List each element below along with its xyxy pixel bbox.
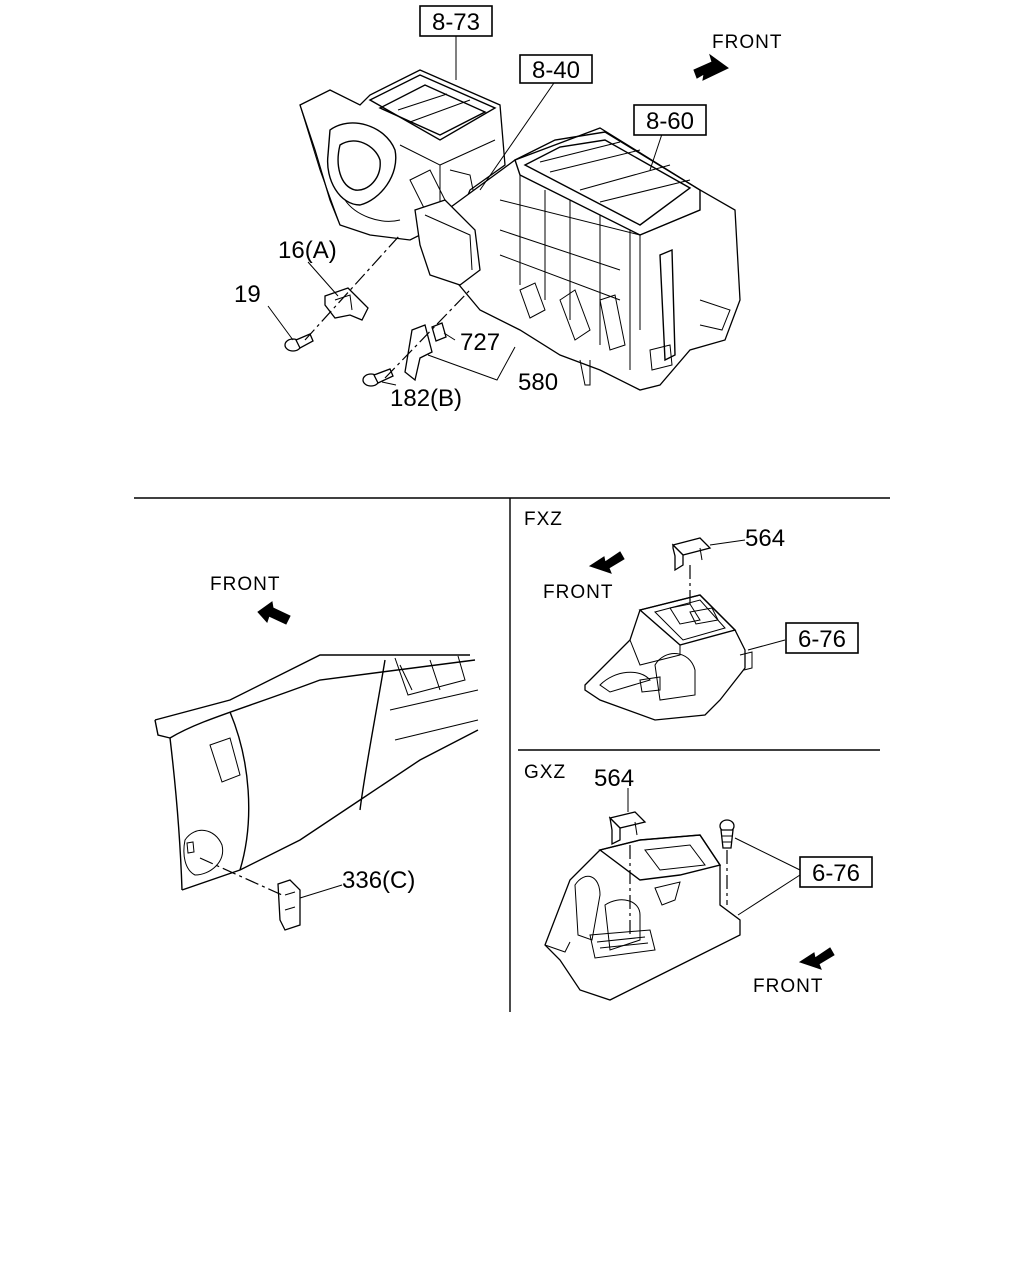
top-assembly (267, 34, 741, 391)
gxz-front-arrow (798, 947, 835, 970)
ref-8-60-label: 8-60 (646, 108, 694, 135)
ref-8-40-label: 8-40 (532, 57, 580, 84)
fxz-front-label: FRONT (543, 582, 613, 603)
left-front-label: FRONT (210, 574, 280, 595)
screw-182B-drawing (362, 368, 394, 387)
gxz-ref-6-76-label: 6-76 (812, 860, 860, 887)
gxz-front-label: FRONT (753, 976, 823, 997)
part-727-label: 727 (460, 329, 500, 356)
fxz-part-564-label: 564 (745, 525, 785, 552)
fxz-clip-564-drawing (671, 537, 712, 572)
ref-8-73-label: 8-73 (432, 9, 480, 36)
gxz-ref-box-6-76 (799, 856, 873, 888)
part-16A-label: 16(A) (278, 237, 337, 264)
ref-box-8-60 (633, 104, 707, 136)
duct-drawing (414, 199, 481, 286)
screw-19-drawing (284, 333, 314, 352)
gxz-variant-label: GXZ (524, 762, 566, 783)
ref-box-8-40 (519, 54, 593, 84)
gxz-screw-drawing (719, 819, 735, 849)
actuator-16A-drawing (324, 287, 369, 321)
part-336C-label: 336(C) (342, 867, 415, 894)
clip-336C-drawing (277, 879, 301, 931)
ref-box-8-73 (419, 5, 493, 37)
fxz-console-drawing (584, 594, 753, 721)
gxz-console-drawing (544, 834, 741, 1001)
fxz-front-arrow (588, 551, 625, 574)
fxz-ref-box-6-76 (785, 622, 859, 654)
blower-unit-drawing (299, 69, 506, 241)
left-front-arrow (257, 601, 291, 625)
fxz-ref-6-76-label: 6-76 (798, 626, 846, 653)
top-front-label: FRONT (712, 32, 782, 53)
part-182B-label: 182(B) (390, 385, 462, 412)
fxz-variant-label: FXZ (524, 509, 563, 530)
dashboard-drawing (154, 654, 479, 891)
part-19-label: 19 (234, 281, 261, 308)
part-580-label: 580 (518, 369, 558, 396)
heater-unit-drawing (439, 127, 741, 391)
gxz-part-564-label: 564 (594, 765, 634, 792)
bracket-580-drawing (404, 322, 447, 382)
gxz-clip-564-drawing (608, 811, 647, 846)
